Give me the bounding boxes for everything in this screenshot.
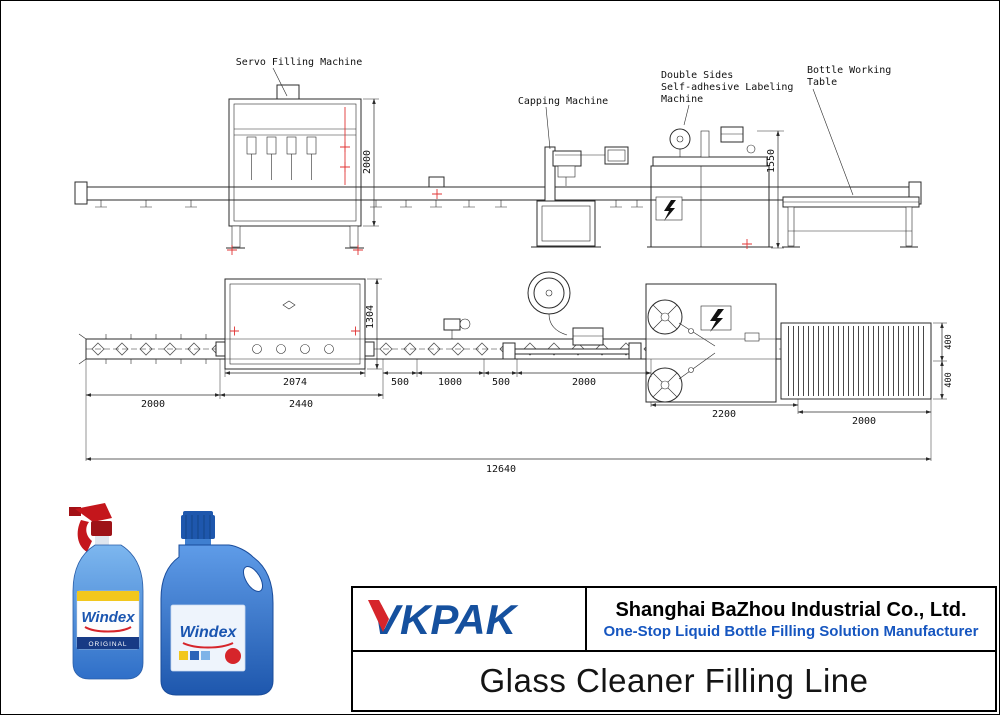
filling-line-technical-drawing: Servo Filling Machine 2000 bbox=[74, 57, 954, 475]
logo-cell: VKPAK bbox=[353, 588, 587, 650]
dims-row-a: 2074 500 1000 500 2000 bbox=[224, 359, 652, 399]
svg-text:2200: 2200 bbox=[712, 409, 736, 420]
labeling-machine bbox=[647, 126, 773, 249]
filling-machine-plan bbox=[215, 278, 375, 370]
lightning-icon bbox=[710, 309, 724, 332]
svg-text:VKPAK: VKPAK bbox=[372, 596, 519, 643]
side-view: Servo Filling Machine 2000 bbox=[74, 57, 922, 255]
company-info: Shanghai BaZhou Industrial Co., Ltd. One… bbox=[587, 588, 995, 650]
svg-text:1000: 1000 bbox=[438, 377, 462, 388]
trigger bbox=[77, 520, 92, 552]
svg-text:1550: 1550 bbox=[766, 149, 777, 173]
handle-hole bbox=[242, 566, 264, 592]
table-label: Bottle Working Table bbox=[807, 65, 891, 196]
logo-swoosh-icon bbox=[368, 600, 389, 632]
svg-text:Windex: Windex bbox=[81, 609, 135, 626]
windex-jug: Windex bbox=[160, 511, 274, 696]
label-badge bbox=[225, 648, 241, 664]
svg-text:2074: 2074 bbox=[283, 377, 307, 388]
windex-spray-bottle: Windex ORIGINAL bbox=[69, 503, 144, 680]
lightning-icon bbox=[664, 200, 676, 221]
svg-text:12640: 12640 bbox=[486, 464, 516, 475]
dim-table-width: 400 400 bbox=[933, 322, 954, 400]
svg-text:ORIGINAL: ORIGINAL bbox=[88, 641, 127, 648]
red-cross-marks bbox=[227, 142, 363, 255]
svg-text:2000: 2000 bbox=[362, 150, 373, 174]
svg-text:Machine: Machine bbox=[661, 94, 703, 105]
dims-row-b: 2000 2440 bbox=[85, 359, 384, 461]
svg-text:2440: 2440 bbox=[289, 399, 313, 410]
svg-text:500: 500 bbox=[391, 377, 409, 388]
capping-machine-plan bbox=[502, 327, 642, 360]
svg-text:Self-adhesive Labeling: Self-adhesive Labeling bbox=[661, 82, 793, 93]
svg-text:2000: 2000 bbox=[141, 399, 165, 410]
svg-text:Bottle Working: Bottle Working bbox=[807, 65, 891, 76]
company-tagline: One-Stop Liquid Bottle Filling Solution … bbox=[603, 622, 979, 640]
title-cell: Glass Cleaner Filling Line bbox=[353, 652, 995, 710]
brand-box: VKPAK Shanghai BaZhou Industrial Co., Lt… bbox=[351, 586, 997, 712]
labeling-label: Double Sides Self-adhesive Labeling Mach… bbox=[661, 70, 793, 126]
product-photos: Windex ORIGINAL Windex bbox=[69, 503, 274, 696]
capping-machine bbox=[531, 146, 629, 248]
svg-text:2000: 2000 bbox=[572, 377, 596, 388]
brand-header: VKPAK Shanghai BaZhou Industrial Co., Lt… bbox=[353, 588, 995, 652]
svg-text:2000: 2000 bbox=[852, 416, 876, 427]
labeling-machine-plan bbox=[645, 283, 777, 403]
dim-total: 12640 bbox=[85, 457, 932, 475]
svg-text:Capping Machine: Capping Machine bbox=[518, 96, 608, 107]
svg-text:500: 500 bbox=[492, 377, 510, 388]
sprayer-head bbox=[75, 503, 112, 522]
svg-text:Servo Filling Machine: Servo Filling Machine bbox=[236, 57, 362, 68]
page-title: Glass Cleaner Filling Line bbox=[479, 662, 869, 699]
svg-text:Double Sides: Double Sides bbox=[661, 70, 733, 81]
svg-text:Table: Table bbox=[807, 77, 837, 88]
servo-label: Servo Filling Machine bbox=[236, 57, 362, 97]
svg-text:400: 400 bbox=[944, 372, 954, 387]
svg-text:Windex: Windex bbox=[180, 624, 238, 641]
dim-conveyor-width: 1304 bbox=[365, 278, 382, 370]
bottle-working-table bbox=[782, 196, 920, 248]
svg-text:1304: 1304 bbox=[365, 305, 376, 329]
conveyor-sensor bbox=[428, 176, 445, 199]
servo-filling-machine bbox=[226, 84, 364, 255]
control-panel bbox=[604, 146, 629, 165]
dim-labeler-height: 1550 bbox=[757, 130, 784, 249]
capping-label: Capping Machine bbox=[518, 96, 608, 150]
svg-text:400: 400 bbox=[944, 334, 954, 349]
dim-filler-height: 2000 bbox=[362, 98, 379, 227]
vkpak-logo: VKPAK bbox=[368, 596, 519, 643]
dims-row-c: 2200 2000 bbox=[650, 399, 932, 461]
plan-view: 1304 bbox=[78, 271, 954, 475]
inline-device-plan bbox=[443, 318, 471, 339]
label-film-roll bbox=[527, 271, 571, 336]
working-table-plan bbox=[780, 322, 932, 400]
side-conveyor bbox=[74, 181, 922, 208]
company-name: Shanghai BaZhou Industrial Co., Ltd. bbox=[615, 598, 967, 621]
